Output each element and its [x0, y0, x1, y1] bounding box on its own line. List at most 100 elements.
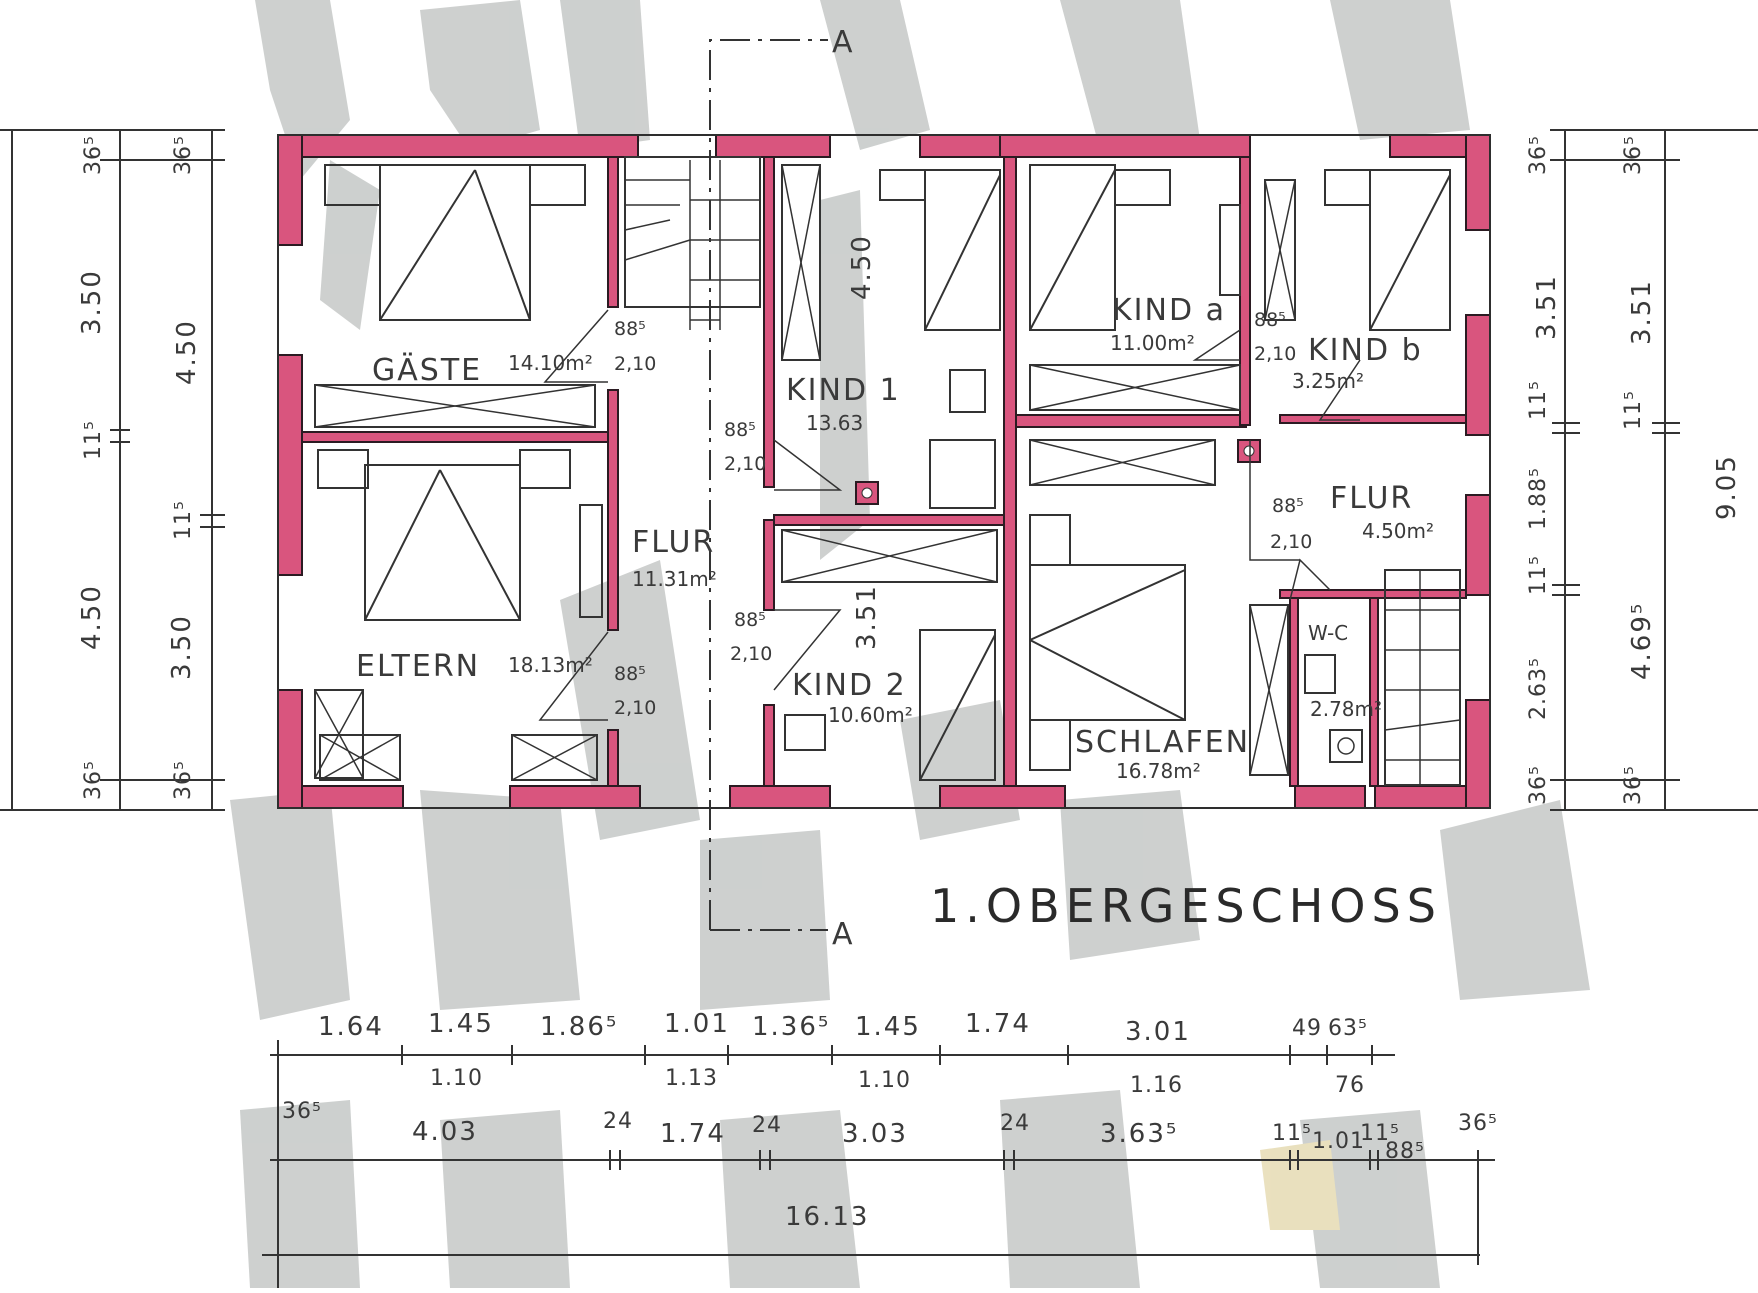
bottom-row2-dim-7: 3.63⁵ — [1100, 1119, 1178, 1149]
bottom-row2-dim-12: 36⁵ — [1458, 1111, 1498, 1136]
bottom-row1b-dim-1: 1.13 — [665, 1066, 718, 1091]
bottom-total-dim: 16.13 — [785, 1202, 869, 1232]
bottom-row2-dim-10: 11⁵ — [1360, 1121, 1400, 1146]
room-wc-name: W-C — [1308, 621, 1348, 645]
room-kind2-area: 10.60m² — [828, 703, 913, 727]
bottom-row1-dim-8: 49 — [1292, 1016, 1322, 1041]
right-inner-dim-6: 36⁵ — [1526, 765, 1551, 805]
room-labels: GÄSTE 14.10m² ELTERN 18.13m² FLUR 11.31m… — [356, 293, 1434, 783]
bottom-row2-dim-6: 24 — [1000, 1111, 1030, 1136]
walls — [277, 134, 1491, 809]
door-kind1-height: 2,10 — [724, 453, 766, 475]
right-mid-dim-0: 36⁵ — [1621, 135, 1646, 175]
left-inner-dim-1: 4.50 — [172, 319, 202, 385]
scan-smudges — [230, 0, 1590, 1288]
left-dimension-lines — [0, 129, 225, 811]
room-eltern-area: 18.13m² — [508, 653, 593, 677]
bottom-row1-dim-7: 3.01 — [1125, 1017, 1191, 1047]
right-mid-dim-4: 36⁵ — [1621, 765, 1646, 805]
kind2-height-dim: 3.51 — [852, 584, 882, 650]
left-outer-dim-2: 11⁵ — [81, 420, 106, 460]
room-flur-right-name: FLUR — [1330, 481, 1413, 516]
room-kind1-name: KIND 1 — [786, 373, 901, 408]
right-mid-dim-1: 3.51 — [1627, 279, 1657, 345]
right-mid-dim-3: 4.69⁵ — [1627, 602, 1657, 680]
bottom-row1b-dim-3: 1.16 — [1130, 1073, 1183, 1098]
left-outer-dim-3: 4.50 — [77, 584, 107, 650]
room-flur-right-area: 4.50m² — [1362, 519, 1434, 543]
right-dimension-lines — [1550, 129, 1758, 811]
door-kinda-height: 2,10 — [1254, 343, 1296, 365]
right-inner-dim-1: 3.51 — [1532, 274, 1562, 340]
left-outer-dim-1: 3.50 — [77, 269, 107, 335]
room-flur-main-area: 11.31m² — [632, 567, 717, 591]
kind1-height-dim: 4.50 — [847, 234, 877, 300]
bottom-dimension-lines — [262, 1040, 1495, 1290]
door-kind2-width: 88⁵ — [734, 609, 766, 631]
bottom-row1-dim-3: 1.01 — [664, 1009, 730, 1039]
door-eltern-width: 88⁵ — [614, 663, 646, 685]
furniture — [314, 156, 1461, 786]
left-inner-dim-0: 36⁵ — [171, 135, 196, 175]
door-eltern-height: 2,10 — [614, 697, 656, 719]
bottom-row2-dim-9: 1.01 — [1312, 1129, 1365, 1154]
room-kind1-area: 13.63 — [806, 411, 863, 435]
bottom-row1b-dim-4: 76 — [1335, 1073, 1365, 1098]
door-flur-width: 88⁵ — [1272, 495, 1304, 517]
bottom-row1-dim-0: 1.64 — [318, 1012, 384, 1042]
left-inner-dim-2: 11⁵ — [171, 500, 196, 540]
door-flur-height: 2,10 — [1270, 531, 1312, 553]
right-inner-dim-0: 36⁵ — [1526, 135, 1551, 175]
bottom-row1b-dim-2: 1.10 — [858, 1068, 911, 1093]
bottom-row2-dim-0: 36⁵ — [282, 1099, 322, 1124]
door-swings — [538, 309, 1361, 721]
section-marker-bottom: A — [832, 917, 853, 952]
floor-title: 1.OBERGESCHOSS — [930, 879, 1442, 933]
bottom-row1-dim-6: 1.74 — [965, 1009, 1031, 1039]
room-gaeste-area: 14.10m² — [508, 351, 593, 375]
right-inner-dim-4: 11⁵ — [1526, 555, 1551, 595]
room-kind2-name: KIND 2 — [792, 668, 907, 703]
room-schlafen-name: SCHLAFEN — [1075, 725, 1250, 760]
bottom-row2-dim-4: 24 — [752, 1113, 782, 1138]
building-outline — [277, 134, 1491, 809]
left-outer-dim-0: 36⁵ — [81, 135, 106, 175]
bottom-row1-dim-4: 1.36⁵ — [752, 1012, 830, 1042]
right-inner-dim-3: 1.88⁵ — [1526, 467, 1551, 530]
bottom-row2-dim-8: 11⁵ — [1272, 1121, 1312, 1146]
door-gaeste-width: 88⁵ — [614, 318, 646, 340]
bottom-row1-dim-9: 63⁵ — [1328, 1016, 1368, 1041]
door-labels: 88⁵ 2,10 88⁵ 2,10 88⁵ 2,10 88⁵ 2,10 88⁵ … — [614, 309, 1312, 719]
bottom-row1-dim-2: 1.86⁵ — [540, 1012, 618, 1042]
left-inner-dim-3: 3.50 — [167, 614, 197, 680]
room-gaeste-name: GÄSTE — [372, 352, 482, 388]
left-inner-dim-4: 36⁵ — [171, 760, 196, 800]
section-marker-top: A — [832, 25, 853, 60]
room-wc-area: 2.78m² — [1310, 697, 1382, 721]
left-outer-dim-4: 36⁵ — [81, 760, 106, 800]
room-kinda-area: 11.00m² — [1110, 331, 1195, 355]
right-total-dim: 9.05 — [1712, 454, 1742, 520]
door-gaeste-height: 2,10 — [614, 353, 656, 375]
door-kind2-height: 2,10 — [730, 643, 772, 665]
bottom-row2-dim-11: 88⁵ — [1385, 1139, 1425, 1164]
bottom-row2-dim-1: 4.03 — [412, 1117, 478, 1147]
bottom-row2-dim-2: 24 — [603, 1109, 633, 1134]
door-kind1-width: 88⁵ — [724, 419, 756, 441]
room-flur-main-name: FLUR — [632, 525, 715, 560]
section-line — [709, 39, 828, 931]
bottom-row1b-dim-0: 1.10 — [430, 1066, 483, 1091]
bottom-row2-dim-5: 3.03 — [842, 1119, 908, 1149]
room-eltern-name: ELTERN — [356, 649, 480, 684]
room-kinda-name: KIND a — [1112, 293, 1226, 328]
bottom-row1-dim-1: 1.45 — [428, 1009, 494, 1039]
right-inner-dim-2: 11⁵ — [1526, 380, 1551, 420]
room-kindb-name: KIND b — [1308, 333, 1423, 368]
room-schlafen-area: 16.78m² — [1116, 759, 1201, 783]
room-kindb-area: 3.25m² — [1292, 369, 1364, 393]
right-mid-dim-2: 11⁵ — [1621, 390, 1646, 430]
bottom-row1-dim-5: 1.45 — [855, 1012, 921, 1042]
door-kinda-width: 88⁵ — [1254, 309, 1286, 331]
